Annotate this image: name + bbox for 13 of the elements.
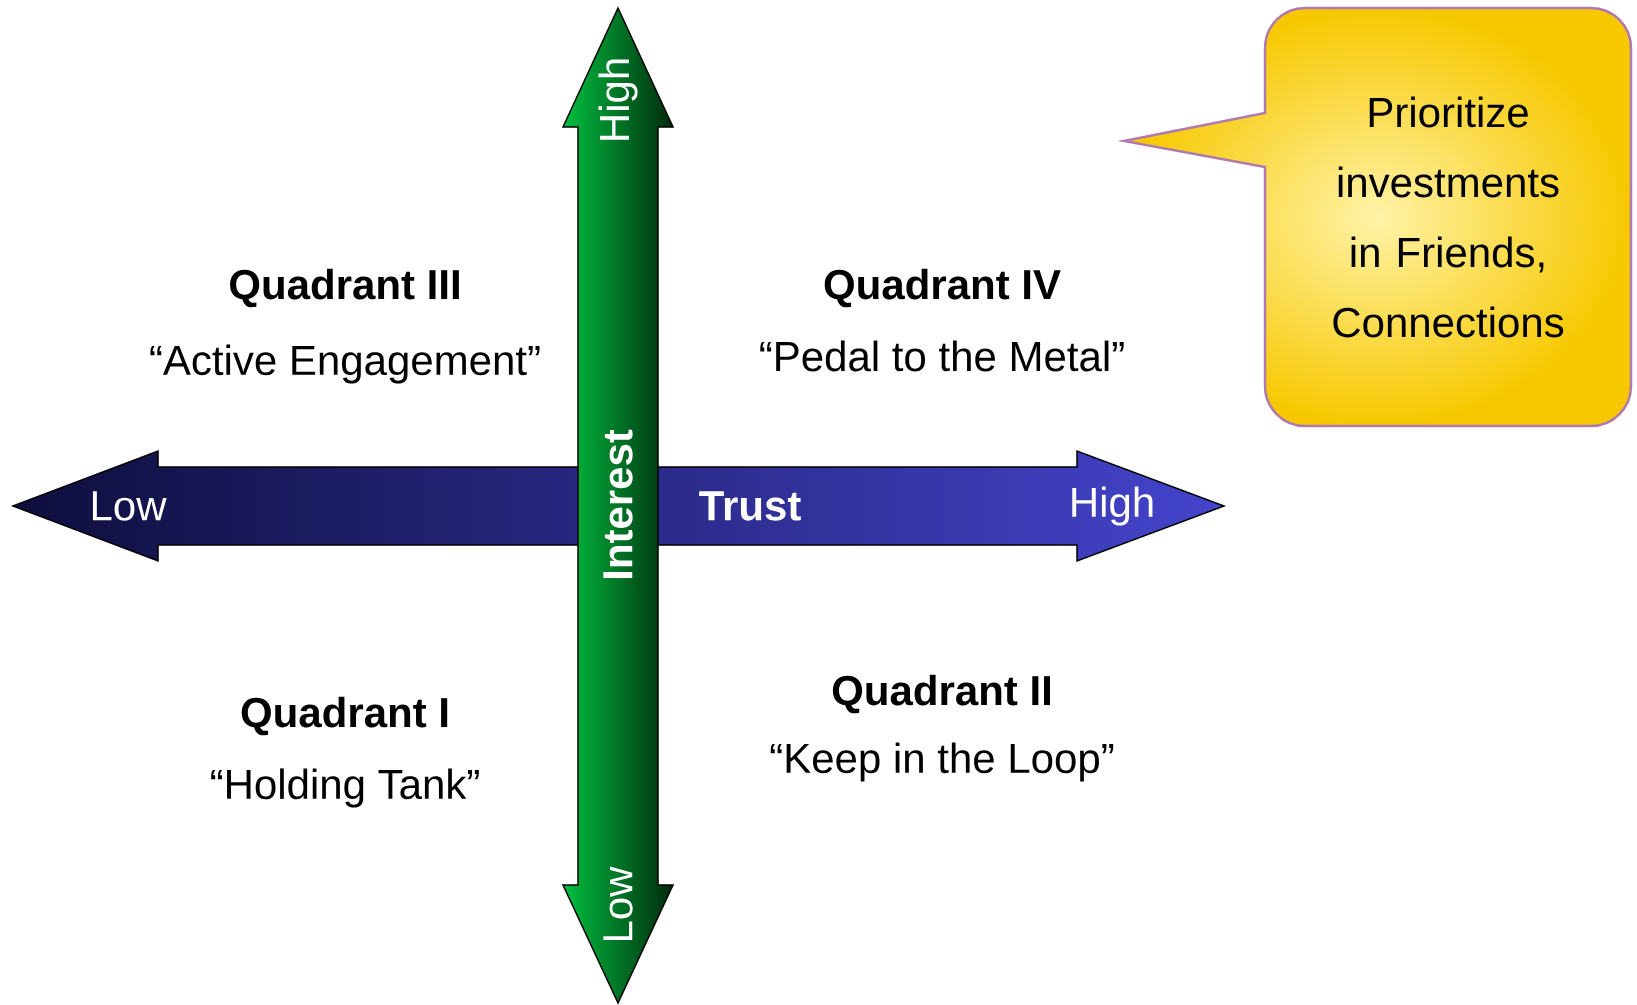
axis-label: Trust (699, 491, 801, 521)
quadrant-subtitle: “Active Engagement” (150, 344, 540, 384)
quadrant-subtitle: “Keep in the Loop” (770, 742, 1114, 782)
quadrant-title: Quadrant III (230, 268, 459, 308)
quadrant-subtitle: “Holding Tank” (211, 768, 479, 808)
axis-label: Low (603, 866, 633, 941)
axis-label: High (598, 59, 638, 140)
quadrant-title: Quadrant I (241, 696, 448, 736)
axis-label: High (1072, 486, 1153, 526)
quadrant-title: Quadrant II (832, 674, 1051, 714)
axis-label: Low (92, 491, 167, 521)
quadrant-title: Quadrant IV (824, 268, 1061, 308)
axis-label: Interest (603, 429, 633, 579)
